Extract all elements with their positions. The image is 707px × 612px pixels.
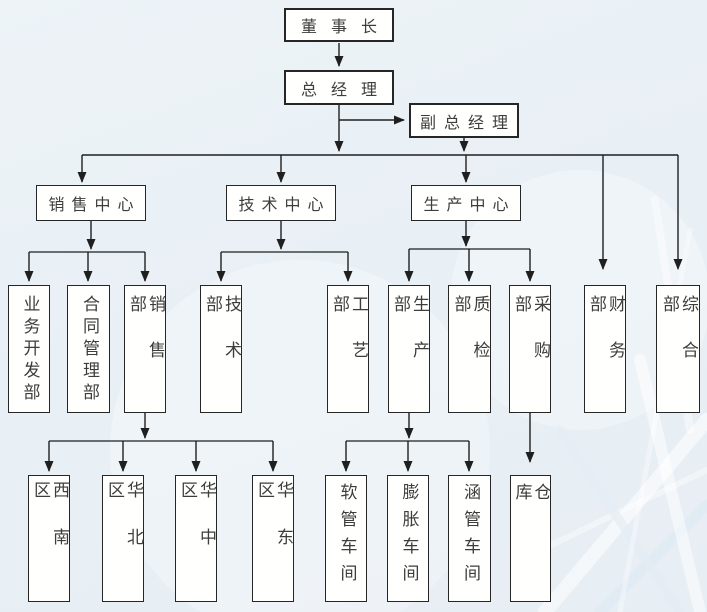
- node-southwest-region: 西南区: [28, 475, 70, 602]
- node-east-region-label: 华东区: [254, 481, 293, 575]
- node-qc-dept-label: 质检部: [450, 295, 490, 387]
- node-production-dept: 生产部: [388, 285, 430, 413]
- node-production-center-label: 生产中心: [423, 195, 516, 214]
- node-southwest-region-label: 西南区: [30, 481, 69, 575]
- node-biz-dev-dept: 业务开发部: [8, 285, 50, 413]
- node-sales-dept-label: 销售部: [126, 295, 165, 387]
- node-general-affairs-dept: 综合部: [656, 285, 700, 413]
- node-chairman-label: 董事长: [300, 17, 391, 36]
- node-production-dept-label: 生产部: [390, 295, 429, 387]
- node-tech-center-label: 技术中心: [238, 195, 331, 214]
- node-hose-workshop-label: 软管车间: [336, 483, 357, 591]
- node-general-affairs-dept-label: 综合部: [659, 295, 698, 387]
- node-process-dept-label: 工艺部: [329, 295, 368, 387]
- node-finance-dept-label: 财务部: [586, 295, 625, 387]
- node-process-dept: 工艺部: [327, 285, 369, 413]
- node-biz-dev-dept-label: 业务开发部: [19, 295, 40, 405]
- node-expansion-workshop: 膨胀车间: [387, 475, 429, 602]
- node-culvert-workshop-label: 涵管车间: [460, 483, 480, 591]
- node-deputy-general-manager-label: 副总经理: [419, 112, 516, 132]
- node-qc-dept: 质检部: [448, 285, 491, 413]
- node-contract-mgmt-dept-label: 合同管理部: [79, 295, 99, 405]
- node-general-manager: 总经理: [284, 70, 394, 105]
- node-production-center: 生产中心: [411, 185, 521, 221]
- node-finance-dept: 财务部: [584, 285, 626, 413]
- node-culvert-workshop: 涵管车间: [448, 475, 491, 602]
- node-tech-center: 技术中心: [226, 185, 336, 221]
- node-north-region: 华北区: [102, 475, 144, 602]
- node-central-region: 华中区: [175, 475, 217, 602]
- node-general-manager-label: 总经理: [300, 79, 391, 99]
- node-east-region: 华东区: [252, 475, 294, 602]
- node-sales-center-label: 销售中心: [48, 195, 141, 214]
- node-warehouse: 仓库: [510, 475, 551, 602]
- node-tech-dept: 技术部: [200, 285, 242, 413]
- node-central-region-label: 华中区: [177, 481, 216, 575]
- node-warehouse-label: 仓库: [511, 483, 551, 576]
- node-sales-dept: 销售部: [124, 285, 166, 413]
- node-hose-workshop: 软管车间: [325, 475, 367, 602]
- node-sales-center: 销售中心: [36, 185, 146, 221]
- node-expansion-workshop-label: 膨胀车间: [398, 483, 419, 591]
- node-tech-dept-label: 技术部: [202, 295, 241, 387]
- node-purchasing-dept-label: 采购部: [511, 295, 550, 387]
- node-contract-mgmt-dept: 合同管理部: [67, 285, 110, 413]
- node-deputy-general-manager: 副总经理: [409, 103, 519, 138]
- node-purchasing-dept: 采购部: [509, 285, 551, 413]
- node-north-region-label: 华北区: [104, 481, 143, 575]
- node-chairman: 董事长: [284, 8, 394, 42]
